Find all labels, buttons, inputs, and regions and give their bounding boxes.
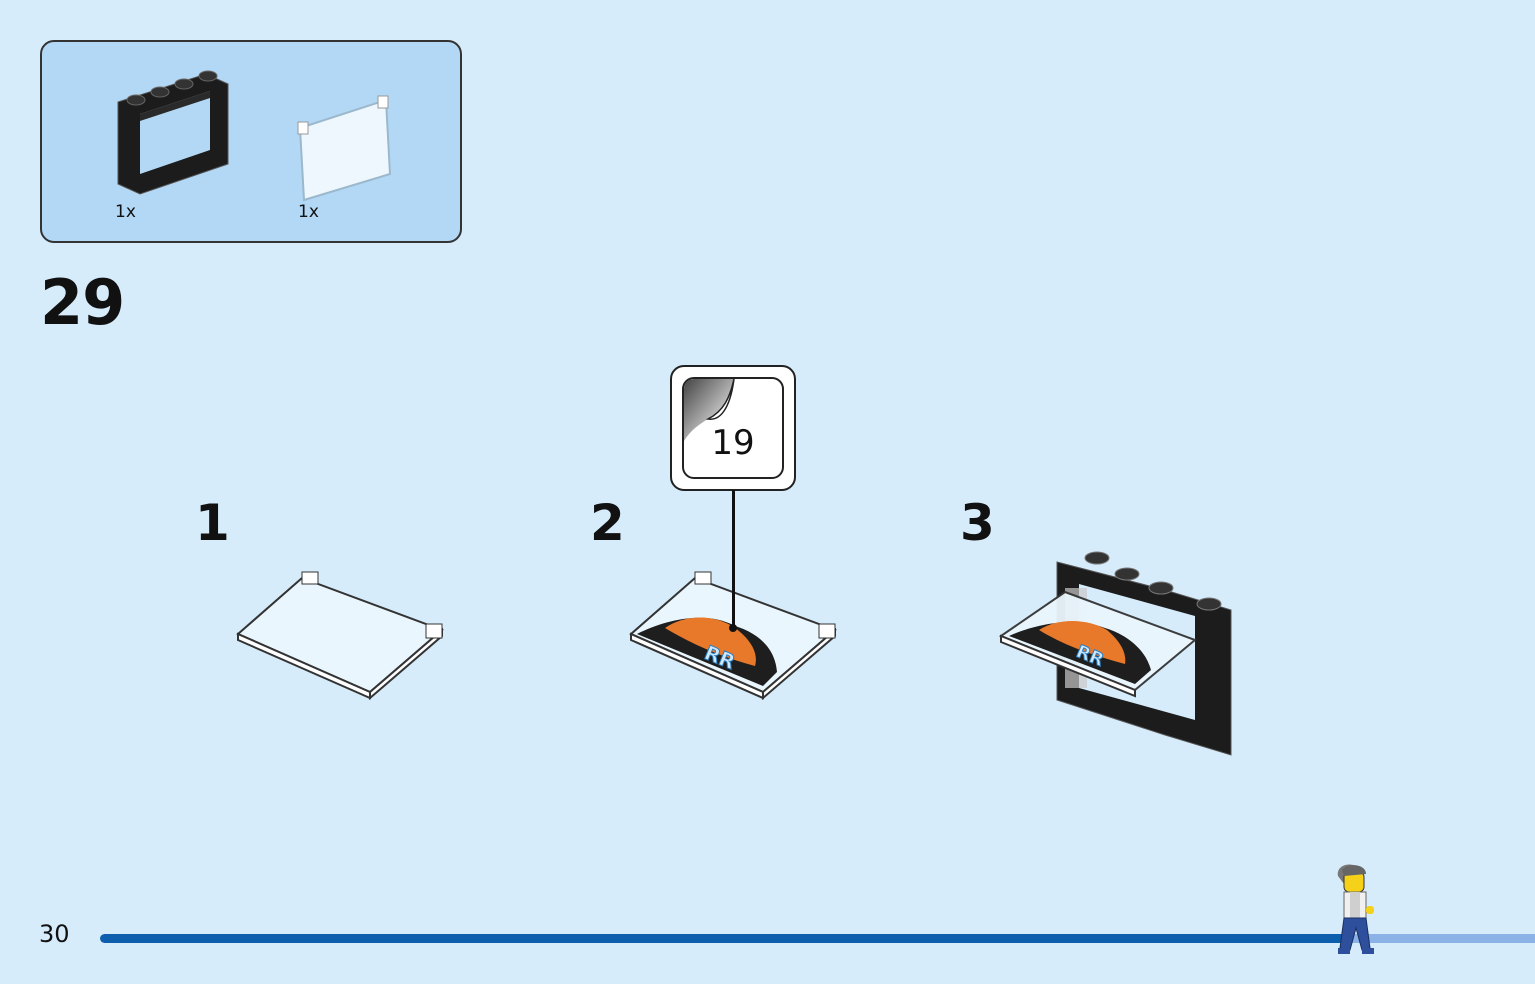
substep-label: 2 bbox=[590, 494, 625, 552]
part-quantity: 1x bbox=[115, 202, 136, 222]
sticker-peel-icon bbox=[684, 379, 735, 441]
progress-bar bbox=[100, 934, 1535, 943]
parts-list-box: 1x 1x bbox=[40, 40, 462, 243]
substep-label: 3 bbox=[960, 494, 995, 552]
page-number: 30 bbox=[39, 920, 70, 948]
callout-leader-line bbox=[732, 490, 735, 628]
transparent-glass-pane-icon bbox=[294, 92, 394, 202]
minifigure-walking-icon bbox=[1330, 862, 1385, 966]
step-number: 29 bbox=[40, 266, 125, 339]
black-window-frame-icon bbox=[114, 64, 234, 199]
part-quantity: 1x bbox=[298, 202, 319, 222]
substep-label: 1 bbox=[195, 494, 230, 552]
progress-bar-fill bbox=[100, 934, 1349, 943]
sticker-panel: 19 bbox=[682, 377, 784, 479]
sticker-callout: 19 bbox=[670, 365, 796, 491]
callout-pointer-dot bbox=[729, 624, 737, 632]
glass-pane-drawing bbox=[232, 568, 452, 707]
glass-pane-with-sticker-drawing: RR bbox=[625, 568, 845, 707]
sticker-number: 19 bbox=[711, 423, 755, 463]
window-assembly-drawing: RR bbox=[995, 540, 1245, 769]
